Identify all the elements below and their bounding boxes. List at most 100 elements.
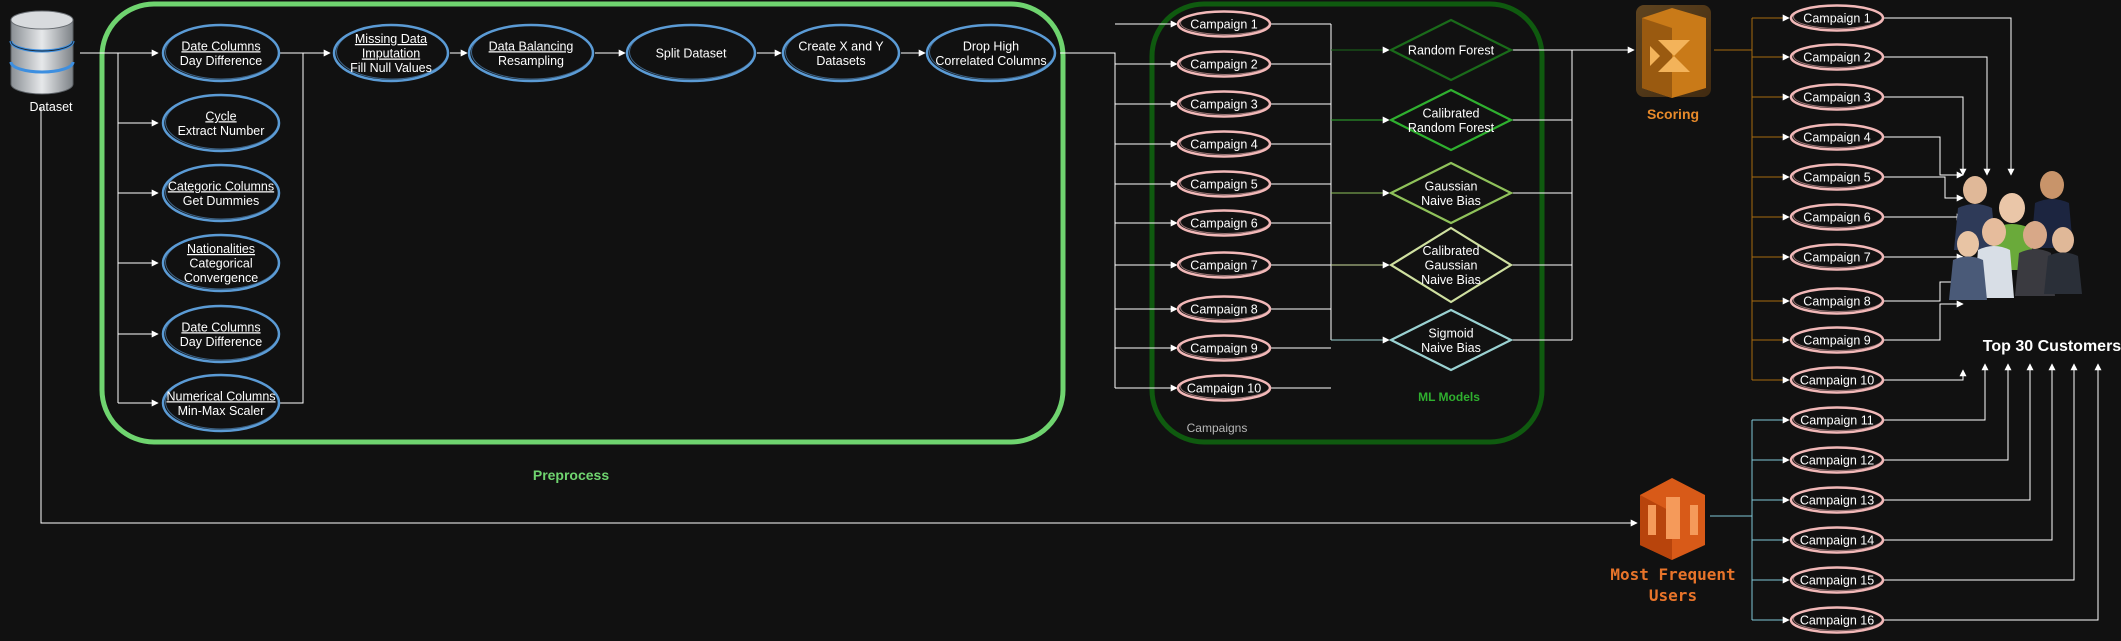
customer-arrow-14 bbox=[1883, 363, 2056, 541]
ml-model-4-line-2: Gaussian bbox=[1425, 259, 1478, 273]
campaign-right-5-line-1: Campaign 5 bbox=[1803, 171, 1870, 185]
customers-group-icon bbox=[1949, 171, 2082, 300]
pipeline-step-4-line-2: Datasets bbox=[816, 54, 865, 68]
customer-arrow-15 bbox=[1883, 363, 2078, 581]
ml-model-3-line-2: Naive Bias bbox=[1421, 194, 1481, 208]
preprocess-step-5-line-2: Day Difference bbox=[180, 335, 262, 349]
pipeline-step-1-line-2: Imputation bbox=[362, 47, 420, 61]
scoring-icon bbox=[1636, 5, 1711, 98]
campaign-right-13: Campaign 13 bbox=[1789, 486, 1885, 514]
customer-arrow-4 bbox=[1883, 136, 1964, 179]
preprocess-step-4-line-3: Convergence bbox=[184, 271, 258, 285]
pipeline-step-1-line-1: Missing Data bbox=[355, 32, 427, 46]
campaign-left-9-line-1: Campaign 9 bbox=[1190, 342, 1257, 356]
campaign-right-12: Campaign 12 bbox=[1789, 446, 1885, 474]
preprocess-step-2-line-1: Cycle bbox=[205, 109, 236, 123]
campaign-left-1-line-1: Campaign 1 bbox=[1190, 18, 1257, 32]
campaign-left-4: Campaign 4 bbox=[1176, 130, 1272, 158]
dataset-database-icon bbox=[9, 10, 75, 95]
pipeline-step-2-line-2: Resampling bbox=[498, 54, 564, 68]
campaign-right-5: Campaign 5 bbox=[1789, 163, 1885, 191]
campaign-right-4-line-1: Campaign 4 bbox=[1803, 131, 1870, 145]
customer-arrow-3 bbox=[1883, 96, 1967, 176]
campaign-right-4: Campaign 4 bbox=[1789, 123, 1885, 151]
campaign-right-11-line-1: Campaign 11 bbox=[1800, 414, 1873, 428]
campaign-right-9-line-1: Campaign 9 bbox=[1803, 334, 1870, 348]
ml-model-1: Random Forest bbox=[1388, 18, 1514, 82]
campaign-left-2-line-1: Campaign 2 bbox=[1190, 58, 1257, 72]
preprocess-step-6-line-1: Numerical Columns bbox=[166, 389, 275, 403]
customer-arrow-1 bbox=[1883, 17, 2015, 176]
campaign-right-15: Campaign 15 bbox=[1789, 566, 1885, 594]
pipeline-step-3-line-1: Split Dataset bbox=[656, 47, 727, 61]
customer-arrow-9 bbox=[1883, 300, 1964, 341]
preprocess-step-1-line-1: Date Columns bbox=[181, 39, 260, 53]
campaign-left-7: Campaign 7 bbox=[1176, 251, 1272, 279]
campaign-right-2-line-1: Campaign 2 bbox=[1803, 51, 1870, 65]
campaigns-label: Campaigns bbox=[1187, 421, 1248, 435]
pipeline-step-5-line-2: Correlated Columns bbox=[935, 54, 1046, 68]
ml-model-3-line-1: Gaussian bbox=[1425, 179, 1478, 193]
campaign-right-12-line-1: Campaign 12 bbox=[1800, 454, 1874, 468]
campaign-right-6-line-1: Campaign 6 bbox=[1803, 211, 1870, 225]
campaign-left-6: Campaign 6 bbox=[1176, 209, 1272, 237]
preprocess-step-2-line-2: Extract Number bbox=[178, 124, 265, 138]
campaign-left-2: Campaign 2 bbox=[1176, 50, 1272, 78]
campaign-right-7: Campaign 7 bbox=[1789, 243, 1885, 271]
ml-models-label: ML Models bbox=[1418, 390, 1480, 404]
preprocess-step-6-line-2: Min-Max Scaler bbox=[178, 404, 265, 418]
campaign-right-13-line-1: Campaign 13 bbox=[1800, 494, 1874, 508]
preprocess-group bbox=[99, 1, 1066, 445]
campaign-left-8-line-1: Campaign 8 bbox=[1190, 303, 1257, 317]
campaign-left-10-line-1: Campaign 10 bbox=[1187, 382, 1261, 396]
campaign-left-8: Campaign 8 bbox=[1176, 295, 1272, 323]
campaign-left-5: Campaign 5 bbox=[1176, 170, 1272, 198]
ml-model-5-line-2: Naive Bias bbox=[1421, 341, 1481, 355]
campaign-right-14: Campaign 14 bbox=[1789, 526, 1885, 554]
preprocess-step-4-line-2: Categorical bbox=[189, 257, 252, 271]
pipeline-step-2-line-1: Data Balancing bbox=[489, 39, 574, 53]
campaign-right-2: Campaign 2 bbox=[1789, 43, 1885, 71]
preprocess-label: Preprocess bbox=[533, 467, 609, 483]
ml-model-5-line-1: Sigmoid bbox=[1428, 326, 1473, 340]
customer-arrow-12 bbox=[1883, 363, 2012, 461]
pipeline-step-4-line-1: Create X and Y bbox=[798, 39, 884, 53]
top-customers-label: Top 30 Customers bbox=[1983, 338, 2121, 355]
campaign-right-3-line-1: Campaign 3 bbox=[1803, 91, 1870, 105]
dataset-label: Dataset bbox=[29, 100, 73, 114]
campaign-right-11: Campaign 11 bbox=[1789, 406, 1885, 434]
preprocess-step-3-line-1: Categoric Columns bbox=[168, 179, 274, 193]
campaign-left-6-line-1: Campaign 6 bbox=[1190, 217, 1257, 231]
campaign-left-3-line-1: Campaign 3 bbox=[1190, 98, 1257, 112]
campaign-right-6: Campaign 6 bbox=[1789, 203, 1885, 231]
campaign-right-7-line-1: Campaign 7 bbox=[1803, 251, 1870, 265]
ml-model-4-line-1: Calibrated bbox=[1423, 244, 1480, 258]
customer-arrow-5 bbox=[1883, 176, 1964, 202]
campaign-right-14-line-1: Campaign 14 bbox=[1800, 534, 1874, 548]
most-frequent-users-icon bbox=[1640, 478, 1705, 560]
customer-arrow-10 bbox=[1883, 369, 1967, 381]
campaign-left-4-line-1: Campaign 4 bbox=[1190, 138, 1257, 152]
preprocess-step-3-line-2: Get Dummies bbox=[183, 194, 259, 208]
campaign-right-10-line-1: Campaign 10 bbox=[1800, 374, 1874, 388]
campaign-right-10: Campaign 10 bbox=[1789, 366, 1885, 394]
campaign-right-8: Campaign 8 bbox=[1789, 287, 1885, 315]
campaign-left-5-line-1: Campaign 5 bbox=[1190, 178, 1257, 192]
ml-model-4-line-3: Naive Bias bbox=[1421, 273, 1481, 287]
campaign-right-16: Campaign 16 bbox=[1789, 606, 1885, 634]
preprocess-step-5-line-1: Date Columns bbox=[181, 320, 260, 334]
pipeline-step-3: Split Dataset bbox=[625, 23, 757, 83]
campaign-left-1: Campaign 1 bbox=[1176, 10, 1272, 38]
